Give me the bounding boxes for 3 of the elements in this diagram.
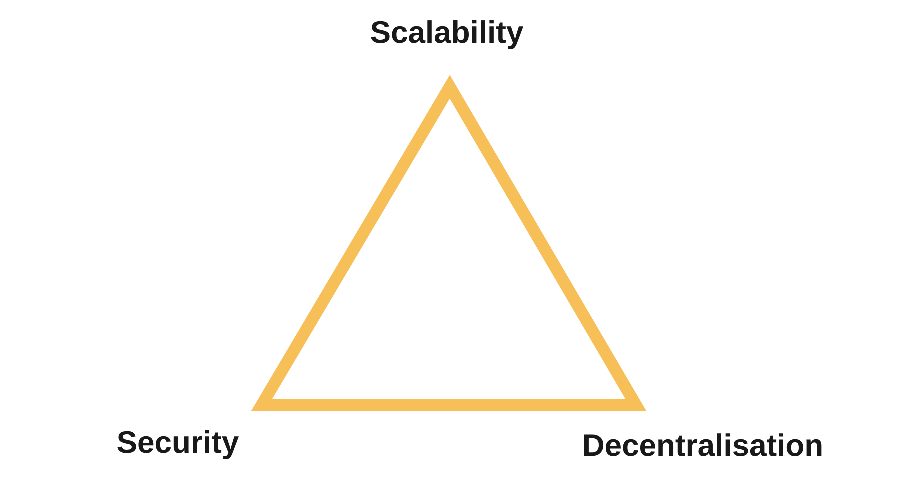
corner-label: Security <box>118 430 239 460</box>
corner-label: Decentralisation <box>584 434 822 456</box>
corner-label: Scalability <box>371 20 524 50</box>
